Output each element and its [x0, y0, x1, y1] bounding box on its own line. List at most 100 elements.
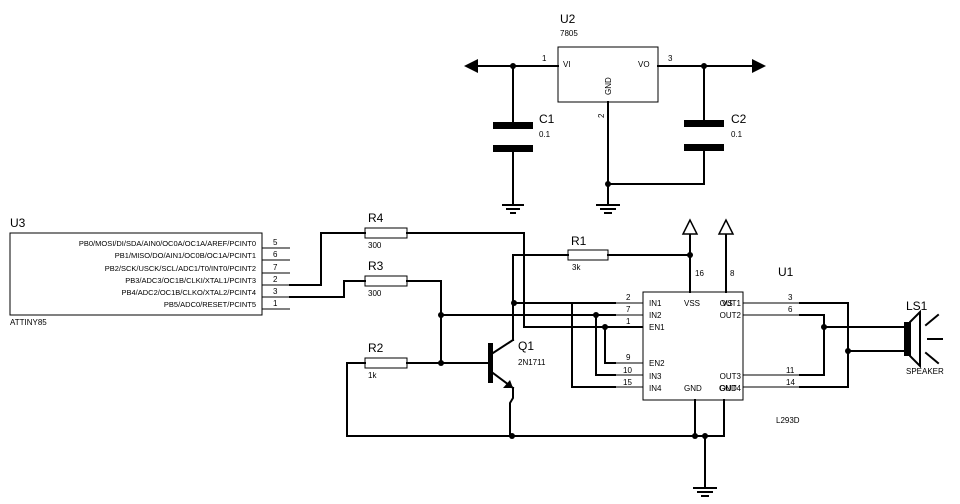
- u2-pin3: 3: [668, 54, 673, 63]
- u3-pin-number: 7: [273, 263, 278, 272]
- u2-pin1: 1: [542, 54, 547, 63]
- u2-vi-label: VI: [563, 60, 571, 69]
- u1-pin-number: 2: [626, 293, 631, 302]
- r4-ref: R4: [368, 211, 384, 225]
- wire-out2-out3: [799, 314, 825, 376]
- ground-icon: [596, 204, 620, 214]
- r3-ref: R3: [368, 259, 384, 273]
- r4-resistor: R4 300: [364, 211, 408, 250]
- wire-r2-ground-rail: [346, 362, 725, 437]
- u1-pin-number: 14: [786, 378, 795, 387]
- u2-gnd-label: GND: [604, 77, 613, 95]
- wire-pb3-r4: [289, 232, 366, 286]
- c1-ref: C1: [539, 112, 555, 126]
- u3-pin-number: 6: [273, 250, 278, 259]
- c1-capacitor: C1 0.1: [493, 65, 555, 206]
- u3-pin-name: PB0/MOSI/DI/SDA/AIN0/OC0A/OC1A/AREF/PCIN…: [79, 239, 256, 248]
- r4-body: [364, 227, 408, 239]
- u1-vss-label: VSS: [684, 299, 700, 308]
- u1-pin-number: 3: [788, 293, 793, 302]
- r3-body: [364, 275, 408, 287]
- junction-dot: [509, 433, 515, 439]
- u1-out3-label: OUT3: [720, 372, 742, 381]
- u1-in4-label: IN4: [649, 384, 662, 393]
- u1-pin-number: 8: [730, 269, 735, 278]
- junction-dot: [602, 324, 608, 330]
- r2-ref: R2: [368, 341, 384, 355]
- wire-in1-in4: [513, 302, 616, 388]
- r1-value: 3k: [572, 263, 581, 272]
- u1-pin-number: 10: [623, 366, 632, 375]
- wire-en1-en2: [575, 326, 616, 364]
- junction-dot: [511, 300, 517, 306]
- r1-resistor: R1 3k: [567, 234, 609, 272]
- q1-base-bar: [488, 343, 493, 383]
- u1-value: L293D: [776, 416, 800, 425]
- u3-pin-name: PB3/ADC3/OC1B/CLKI/XTAL1/PCINT3: [125, 276, 256, 285]
- u3-pin-number: 5: [273, 238, 278, 247]
- junction-dot: [438, 312, 444, 318]
- wire-q1-collector-r1: [512, 254, 569, 341]
- wire-q1-emitter-ground: [509, 387, 514, 437]
- u1-driver: U1 L293D IN1 IN2 EN1 EN2 IN3 IN4 VSS VS …: [623, 265, 800, 425]
- junction-dot: [821, 324, 827, 330]
- u1-in2-label: IN2: [649, 311, 662, 320]
- c2-value: 0.1: [731, 130, 743, 139]
- wire-r3-node: [406, 280, 442, 364]
- q1-collector-lead: [491, 338, 515, 355]
- u3-pin-name: PB5/ADC0/RESET/PCINT5: [164, 300, 256, 309]
- c1-plate-top: [493, 122, 533, 129]
- speaker-cone-icon: [909, 309, 921, 369]
- ls1-value: SPEAKER: [906, 367, 944, 376]
- r1-body: [567, 249, 609, 261]
- u1-pin-number: 9: [626, 353, 631, 362]
- u1-pin-number: 1: [626, 317, 631, 326]
- u3-pin-number: 3: [273, 287, 278, 296]
- r3-value: 300: [368, 289, 382, 298]
- r2-body: [364, 357, 408, 369]
- u3-pin-number: 1: [273, 299, 278, 308]
- c2-plate-bottom: [684, 144, 724, 151]
- u1-pin-number: 16: [695, 269, 704, 278]
- u3-body: [9, 232, 263, 316]
- u1-out2-label: OUT2: [720, 311, 742, 320]
- junction-dot: [692, 433, 698, 439]
- u3-ref: U3: [10, 216, 26, 230]
- sound-wave-icon: [924, 313, 940, 327]
- u1-pin-number: 7: [626, 305, 631, 314]
- u1-vs-label: VS: [722, 299, 733, 308]
- u1-body: [642, 291, 744, 401]
- c2-capacitor: C2 0.1: [684, 65, 747, 185]
- c2-ref: C2: [731, 112, 747, 126]
- sound-wave-icon: [924, 351, 940, 365]
- u2-pin2: 2: [597, 113, 606, 118]
- c1-plate-bottom: [493, 145, 533, 152]
- u3-value: ATTINY85: [10, 318, 47, 327]
- u1-pin-number: 15: [623, 378, 632, 387]
- q1-value: 2N1711: [518, 358, 546, 367]
- u3-pin-number: 2: [273, 275, 278, 284]
- junction-dot: [593, 312, 599, 318]
- u1-ref: U1: [778, 265, 794, 279]
- q1-emitter-arrow-icon: [503, 380, 513, 388]
- wire-out1-out4: [799, 302, 849, 388]
- r2-resistor: R2 1k: [364, 341, 408, 380]
- vs-supply-arrow-icon: [717, 218, 735, 235]
- r1-ref: R1: [571, 234, 587, 248]
- q1-ref: Q1: [518, 339, 534, 353]
- ground-icon: [693, 487, 717, 497]
- u1-en1-label: EN1: [649, 323, 665, 332]
- ground-icon: [502, 204, 524, 214]
- wire-in2-in3: [595, 314, 616, 376]
- output-arrow-icon: [752, 59, 766, 73]
- junction-dot: [702, 433, 708, 439]
- u1-in1-label: IN1: [649, 299, 662, 308]
- r2-value: 1k: [368, 371, 377, 380]
- u1-out4-label: OUT4: [720, 384, 742, 393]
- c2-plate-top: [684, 120, 724, 127]
- r4-value: 300: [368, 241, 382, 250]
- input-arrow-icon: [464, 59, 478, 73]
- junction-dot: [845, 348, 851, 354]
- c1-value: 0.1: [539, 130, 551, 139]
- u1-pin-number: 6: [788, 305, 793, 314]
